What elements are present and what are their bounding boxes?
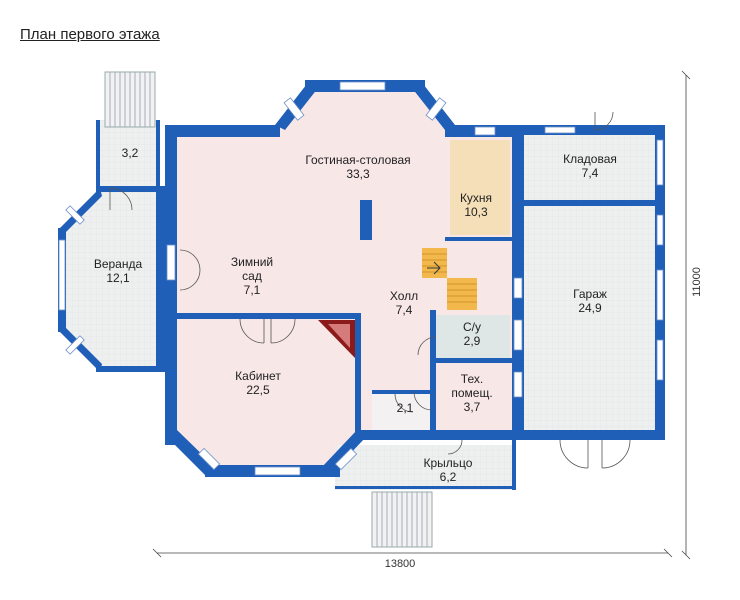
- floor-garage: [520, 130, 660, 435]
- room-vest-area: 2,1: [397, 401, 414, 415]
- room-porch-area: 6,2: [440, 470, 457, 484]
- room-kitchen-area: 10,3: [464, 205, 488, 219]
- room-living-name: Гостиная-столовая: [305, 153, 410, 167]
- room-garden-name-2: сад: [242, 269, 262, 283]
- floor-living: [170, 85, 515, 470]
- room-wc-area: 2,9: [464, 334, 481, 348]
- windows: [58, 81, 664, 476]
- room-garage-area: 24,9: [578, 301, 602, 315]
- room-hall-name: Холл: [390, 289, 418, 303]
- floor-veranda: [60, 190, 160, 370]
- room-veranda-name: Веранда: [94, 257, 143, 271]
- dimension-height: 11000: [691, 267, 703, 297]
- room-kitchen-name: Кухня: [460, 191, 492, 205]
- room-veranda-porch-area: 3,2: [122, 146, 139, 160]
- dimension-width: 13800: [385, 558, 416, 570]
- room-study-area: 22,5: [246, 383, 270, 397]
- room-tech-area: 3,7: [464, 400, 481, 414]
- room-storage-area: 7,4: [582, 166, 599, 180]
- doors: [109, 111, 631, 469]
- room-hall-area: 7,4: [396, 303, 413, 317]
- floor-kitchen: [450, 140, 510, 235]
- room-garage-name: Гараж: [573, 287, 607, 301]
- room-living-area: 33,3: [346, 167, 370, 181]
- floor-wc: [435, 315, 510, 360]
- floor-vest: [372, 392, 432, 432]
- plan-title: План первого этажа: [20, 26, 160, 43]
- room-wc-name: С/у: [463, 320, 481, 334]
- room-garden-area: 7,1: [244, 283, 261, 297]
- dimension-lines: [152, 70, 691, 560]
- room-labels: 3,2 Веранда 12,1 Гостиная-столовая 33,3 …: [94, 146, 703, 570]
- room-tech-name-2: помещ.: [451, 386, 492, 400]
- room-porch-name: Крыльцо: [424, 456, 473, 470]
- room-storage-name: Кладовая: [563, 152, 617, 166]
- room-tech-name-1: Тех.: [461, 372, 483, 386]
- floor-porch: [335, 445, 515, 490]
- interior-stairs: [422, 248, 477, 310]
- porch-stairs: [371, 491, 433, 548]
- room-garden-name-1: Зимний: [231, 255, 273, 269]
- floor-veranda-porch: [100, 120, 160, 190]
- room-study-name: Кабинет: [235, 369, 281, 383]
- veranda-stairs: [104, 71, 156, 128]
- floors: [60, 85, 660, 490]
- room-veranda-area: 12,1: [106, 271, 130, 285]
